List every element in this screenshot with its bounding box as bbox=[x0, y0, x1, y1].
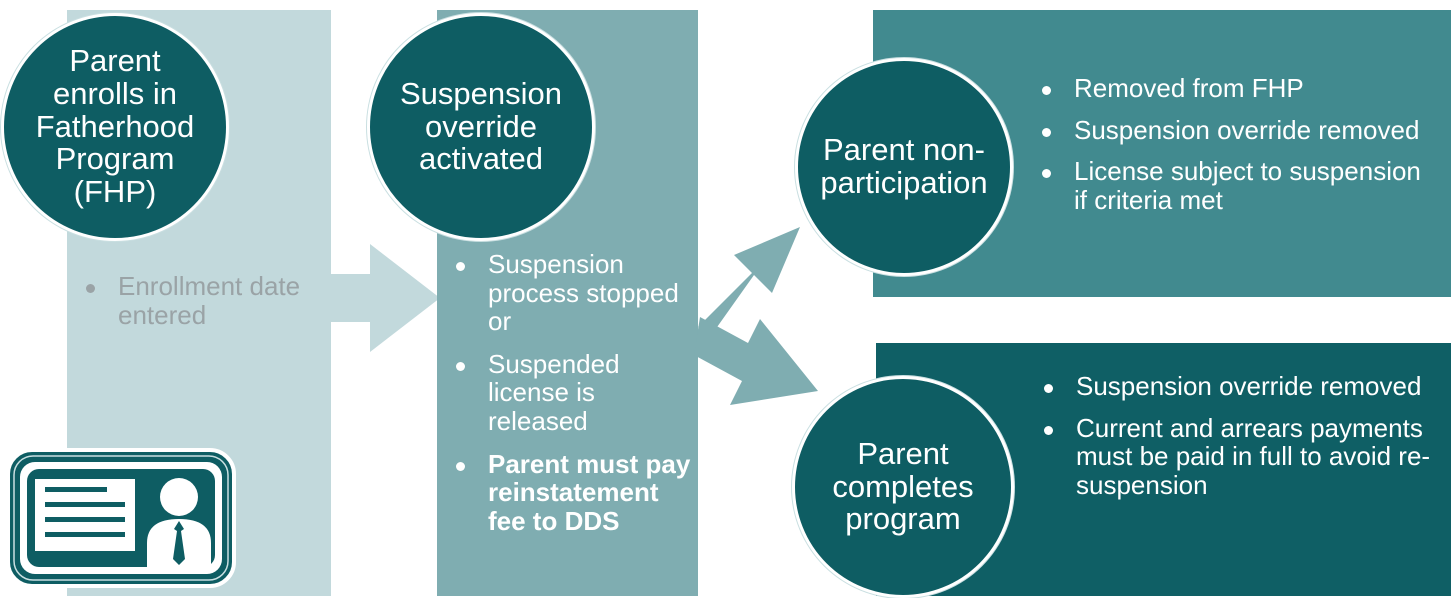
branch-arrows-icon bbox=[694, 227, 818, 405]
enroll-step-circle: Parent enrolls in Fatherhood Program (FH… bbox=[1, 13, 229, 241]
non-participation-title: Parent non- participation bbox=[820, 132, 988, 200]
non-participation-bullet: Suspension override removed bbox=[1036, 115, 1441, 145]
enroll-step-title: Parent enrolls in Fatherhood Program (FH… bbox=[35, 42, 195, 210]
completes-program-bullet: Current and arrears payments must be pai… bbox=[1038, 413, 1438, 500]
override-bullet: Suspended license is released bbox=[450, 350, 695, 436]
override-step-title: Suspension override activated bbox=[399, 75, 562, 177]
completes-program-bullets: Suspension override removed Current and … bbox=[1038, 372, 1438, 499]
right-arrow-icon bbox=[312, 244, 440, 352]
non-participation-bullet: Removed from FHP bbox=[1036, 74, 1441, 103]
completes-program-title: Parent completes program bbox=[832, 435, 974, 537]
non-participation-bullets: Removed from FHP Suspension override rem… bbox=[1036, 74, 1441, 214]
completes-program-circle: Parent completes program bbox=[792, 376, 1014, 598]
enroll-bullets: Enrollment date entered bbox=[80, 272, 320, 329]
override-bullets: Suspension process stopped or Suspended … bbox=[450, 250, 695, 535]
override-bold-bullet: Parent must pay reinstatement fee to DDS bbox=[450, 449, 695, 536]
completes-program-bullet: Suspension override removed bbox=[1038, 372, 1438, 401]
enroll-bullet: Enrollment date entered bbox=[80, 272, 320, 329]
non-participation-bullet: License subject to suspension if criteri… bbox=[1036, 157, 1441, 214]
override-bullet: Suspension process stopped or bbox=[450, 250, 695, 336]
override-step-circle: Suspension override activated bbox=[367, 13, 595, 241]
non-participation-circle: Parent non- participation bbox=[795, 58, 1013, 276]
id-card-icon bbox=[6, 448, 236, 588]
